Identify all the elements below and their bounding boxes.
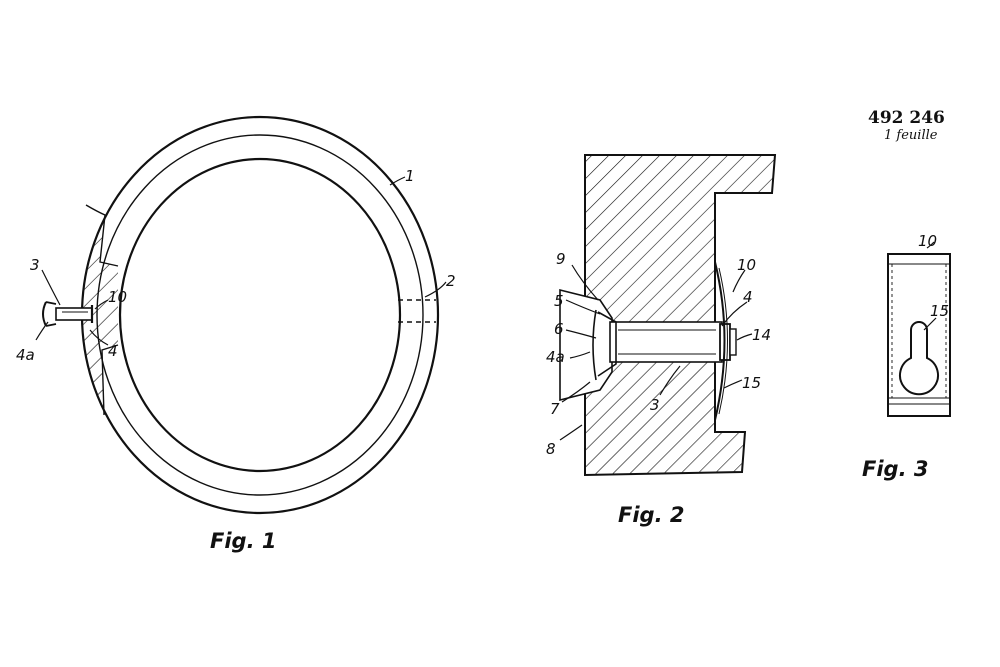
fig1-ring-drawing	[35, 115, 447, 515]
fig2-label-14: 14	[752, 326, 771, 344]
fig1-label-3: 3	[30, 256, 40, 274]
fig2-label-3: 3	[650, 396, 660, 414]
fig3-plate-drawing	[887, 241, 951, 417]
fig2-label-8: 8	[546, 440, 556, 458]
fig2-section-drawing	[559, 154, 777, 477]
fig2-label-10: 10	[737, 256, 756, 274]
fig2-caption: Fig. 2	[618, 503, 684, 527]
fig1-label-2: 2	[446, 272, 456, 290]
fig2-label-4a: 4a	[546, 348, 565, 366]
fig2-label-15: 15	[742, 374, 761, 392]
fig2-label-5: 5	[554, 292, 564, 310]
fig1-label-4a: 4a	[16, 346, 35, 364]
fig1-caption: Fig. 1	[210, 529, 276, 553]
fig1-label-4: 4	[108, 342, 118, 360]
fig1-label-10: 10	[108, 288, 127, 306]
fig3-caption: Fig. 3	[862, 457, 928, 481]
fig2-label-6: 6	[554, 320, 564, 338]
fig3-label-15: 15	[930, 302, 949, 320]
fig2-label-7: 7	[550, 400, 560, 418]
fig2-label-9: 9	[556, 250, 566, 268]
fig3-label-10: 10	[918, 232, 937, 250]
fig2-label-4: 4	[743, 288, 753, 306]
fig1-label-1: 1	[405, 167, 415, 185]
sheet-note: 1 feuille	[884, 128, 938, 143]
patent-number: 492 246	[868, 108, 945, 128]
